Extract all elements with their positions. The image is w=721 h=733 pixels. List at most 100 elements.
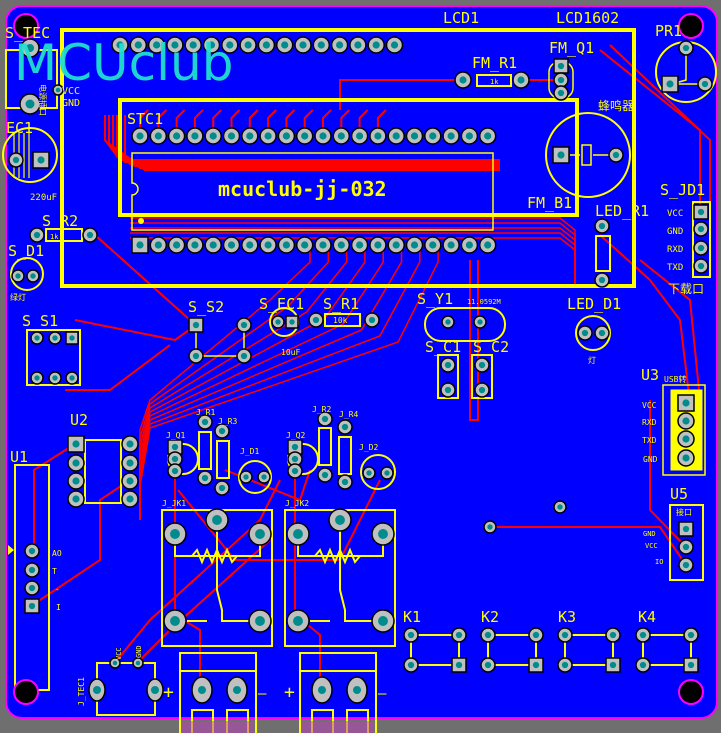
j-r2-label: J_R2: [312, 405, 331, 414]
silk-line: [191, 547, 238, 565]
silk-outline: [198, 431, 212, 470]
pad-drill: [171, 455, 179, 463]
j-tec1-label: J_TEC1: [77, 677, 86, 706]
copper-trace: [33, 443, 76, 550]
pad-drill: [561, 661, 569, 669]
pad-drill: [33, 231, 41, 239]
silk-line: [314, 547, 361, 565]
copper-trace: [33, 479, 131, 605]
pad-drill: [173, 241, 181, 249]
pad-drill: [392, 132, 400, 140]
silk-circle: [575, 315, 611, 351]
silk-outline: [60, 28, 636, 288]
fm-b1-label: FM_B1: [527, 194, 572, 212]
pad-drill: [682, 435, 690, 443]
silk-outline: [437, 354, 459, 399]
pad-drill: [136, 241, 144, 249]
pad-drill: [477, 319, 483, 325]
pad-drill: [354, 41, 362, 49]
pad-drill: [368, 316, 376, 324]
pad-drill: [198, 686, 206, 694]
pad-drill: [170, 616, 180, 626]
pad-drill: [264, 241, 272, 249]
pad-drill: [336, 41, 344, 49]
terminal-hatch: [302, 721, 374, 733]
pad-drill: [410, 241, 419, 249]
s-r1-value: 10k: [333, 316, 348, 325]
pad-drill: [126, 459, 134, 467]
u1-pin-2: T: [52, 567, 57, 576]
led-d1-label: LED_D1: [567, 295, 621, 313]
pad-drill: [246, 132, 254, 140]
pad-drill: [319, 241, 327, 249]
pad-drill: [682, 525, 690, 533]
copper-trace: [116, 479, 281, 661]
pad-drill: [227, 241, 236, 249]
pad-drill: [69, 335, 75, 341]
ic-body-outline: [131, 152, 494, 231]
u5-label: U5: [670, 485, 688, 503]
s-c1-label: S_C1: [425, 338, 461, 356]
s-r2-label: S_R2: [42, 212, 78, 230]
pad-drill: [201, 418, 209, 426]
silk-outline: [581, 144, 592, 166]
pad-drill: [612, 151, 620, 159]
u5-pin-2: VCC: [645, 542, 658, 550]
pad-drill: [151, 686, 159, 694]
pad-drill: [226, 41, 234, 49]
pad-drill: [192, 321, 200, 329]
pad-drill: [25, 43, 35, 53]
j-d2-label: J_D2: [359, 443, 378, 452]
pad-drill: [697, 208, 705, 216]
pad-drill: [478, 386, 486, 394]
pad-drill: [12, 156, 20, 164]
u1-label: U1: [10, 448, 28, 466]
j-r4-label: J_R4: [339, 410, 358, 419]
pad-drill: [484, 132, 492, 140]
silk-circle: [238, 460, 272, 494]
k2-label: K2: [481, 608, 499, 626]
s-ec1-label: S_EC1: [259, 295, 304, 313]
pad-drill: [312, 316, 320, 324]
pad-drill: [154, 241, 162, 249]
silkscreen: [2, 28, 717, 733]
pad-drill: [429, 241, 437, 249]
pad-drill: [410, 132, 419, 140]
pad-drill: [319, 132, 327, 140]
silk-outline: [692, 201, 711, 278]
pad-drill: [697, 244, 705, 252]
pad-drill: [484, 661, 492, 669]
pad-drill: [240, 321, 248, 329]
silk-outline: [216, 440, 230, 479]
pad-drill: [598, 329, 606, 337]
pad-drill: [455, 661, 463, 669]
silk-outline: [595, 235, 611, 272]
terminal-hatch: [182, 721, 254, 733]
fm-q1-label: FM_Q1: [549, 39, 594, 57]
s-y1-label: S_Y1: [417, 290, 453, 308]
pad-drill: [34, 335, 40, 341]
pad-drill: [154, 132, 162, 140]
pad-drill: [28, 602, 36, 610]
pad-drill: [341, 423, 349, 431]
pad-drill: [282, 132, 290, 140]
pads: [8, 13, 713, 705]
pad-drill: [212, 515, 222, 525]
pad-drill: [136, 132, 144, 140]
pad-drill: [291, 455, 299, 463]
silk-line: [671, 55, 700, 85]
u3-pin-4: GND: [643, 455, 658, 464]
pad-drill: [444, 361, 452, 369]
pad-drill: [317, 41, 325, 49]
pad-drill: [293, 529, 303, 539]
terminal1-plus: +: [163, 682, 174, 703]
pad-drill: [282, 241, 290, 249]
silk-outline: [662, 384, 706, 476]
pad-drill: [341, 478, 349, 486]
pad-drill: [484, 241, 492, 249]
s-s1-label: S_S1: [22, 312, 58, 330]
copper-trace: [490, 526, 687, 566]
pad-drill: [52, 335, 58, 341]
pad-drill: [299, 41, 307, 49]
